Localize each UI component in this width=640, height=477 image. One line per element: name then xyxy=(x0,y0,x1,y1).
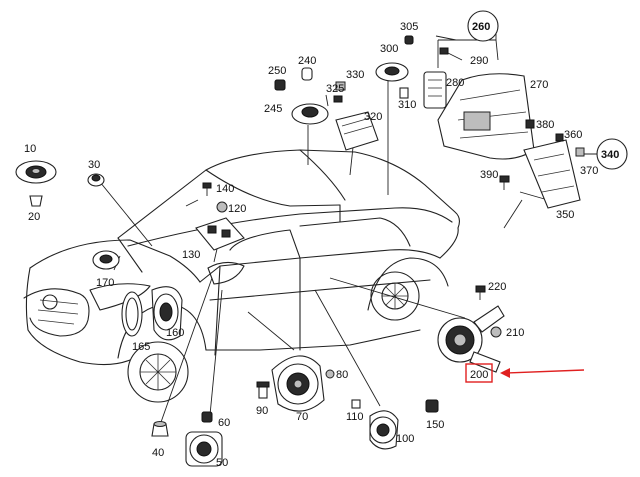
part-130-overhead-module xyxy=(195,217,245,251)
callout-170: 170 xyxy=(96,277,114,289)
callout-200: 200 xyxy=(470,369,488,381)
callout-305: 305 xyxy=(400,21,418,33)
part-390-screw xyxy=(499,175,510,190)
part-300-speaker xyxy=(375,62,409,82)
callout-70: 70 xyxy=(296,411,308,423)
callout-245: 245 xyxy=(264,103,282,115)
part-380-nut xyxy=(525,119,535,129)
part-210-nut xyxy=(490,326,502,338)
callout-350: 350 xyxy=(556,209,574,221)
highlight-arrow-head xyxy=(500,368,510,378)
callout-110: 110 xyxy=(346,411,364,423)
part-150-nut xyxy=(425,399,439,413)
part-325-screw xyxy=(333,95,343,103)
callout-90: 90 xyxy=(256,405,268,417)
circled-callout-260: 260 xyxy=(467,10,499,42)
part-220-screw xyxy=(475,285,486,300)
callout-260: 260 xyxy=(472,21,490,33)
part-70-speaker xyxy=(271,355,325,412)
part-30-grommet xyxy=(87,173,105,187)
part-370-nut xyxy=(575,147,585,157)
part-245-speaker xyxy=(291,103,329,125)
part-80-nut xyxy=(325,369,335,379)
callout-300: 300 xyxy=(380,43,398,55)
callout-220: 220 xyxy=(488,281,506,293)
part-200-subwoofer xyxy=(437,305,505,373)
callout-210: 210 xyxy=(506,327,524,339)
part-350-bracket xyxy=(523,139,581,209)
callout-20: 20 xyxy=(28,211,40,223)
car-outline xyxy=(23,149,461,403)
callout-140: 140 xyxy=(216,183,234,195)
callout-150: 150 xyxy=(426,419,444,431)
highlight-box xyxy=(465,363,493,383)
callout-360: 360 xyxy=(564,129,582,141)
callout-labels: 10 20 30 40 50 60 70 80 90 100 110 120 1… xyxy=(24,21,598,469)
part-50-speaker xyxy=(185,431,223,467)
part-120-nut xyxy=(216,201,228,213)
callout-60: 60 xyxy=(218,417,230,429)
callout-380: 380 xyxy=(536,119,554,131)
part-330-nut xyxy=(335,81,346,91)
callout-80: 80 xyxy=(336,369,348,381)
callout-240: 240 xyxy=(298,55,316,67)
part-320-module xyxy=(335,111,379,151)
part-90-screw xyxy=(256,381,270,399)
callout-250: 250 xyxy=(268,65,286,77)
callout-165: 165 xyxy=(132,341,150,353)
callout-120: 120 xyxy=(228,203,246,215)
callout-130: 130 xyxy=(182,249,200,261)
callout-370: 370 xyxy=(580,165,598,177)
part-165-ring xyxy=(121,291,143,337)
part-170-midrange xyxy=(92,250,120,270)
part-110-nut xyxy=(351,399,361,409)
callout-280: 280 xyxy=(446,77,464,89)
callout-270: 270 xyxy=(530,79,548,91)
part-140-screw xyxy=(202,182,212,196)
callout-30: 30 xyxy=(88,159,100,171)
callout-290: 290 xyxy=(470,55,488,67)
callout-390: 390 xyxy=(480,169,498,181)
part-160-speaker xyxy=(151,286,183,341)
part-305-nut xyxy=(404,35,414,45)
callout-10: 10 xyxy=(24,143,36,155)
part-20-clip xyxy=(29,195,43,207)
part-60-clip xyxy=(201,411,213,423)
part-10-tweeter xyxy=(15,160,57,184)
highlight-arrow-shaft xyxy=(505,369,585,374)
callout-100: 100 xyxy=(396,433,414,445)
part-360-nut xyxy=(555,133,564,142)
part-40-nut xyxy=(151,421,169,437)
callout-330: 330 xyxy=(346,69,364,81)
callout-310: 310 xyxy=(398,99,416,111)
highlight-200 xyxy=(465,363,585,383)
callout-160: 160 xyxy=(166,327,184,339)
leader-lines xyxy=(99,28,598,426)
part-100-speaker xyxy=(369,410,399,450)
callout-50: 50 xyxy=(216,457,228,469)
callout-340: 340 xyxy=(601,149,619,161)
part-290-screw xyxy=(439,47,463,61)
part-240-plug xyxy=(301,67,313,81)
part-260-bracket xyxy=(435,35,457,41)
part-250-nut xyxy=(274,79,286,91)
callout-325: 325 xyxy=(326,83,344,95)
part-280-module xyxy=(423,71,447,109)
callout-320: 320 xyxy=(364,111,382,123)
circled-callout-340: 340 xyxy=(596,138,628,170)
part-270-amplifier xyxy=(437,73,535,160)
part-310-clip xyxy=(399,87,409,99)
callout-40: 40 xyxy=(152,447,164,459)
